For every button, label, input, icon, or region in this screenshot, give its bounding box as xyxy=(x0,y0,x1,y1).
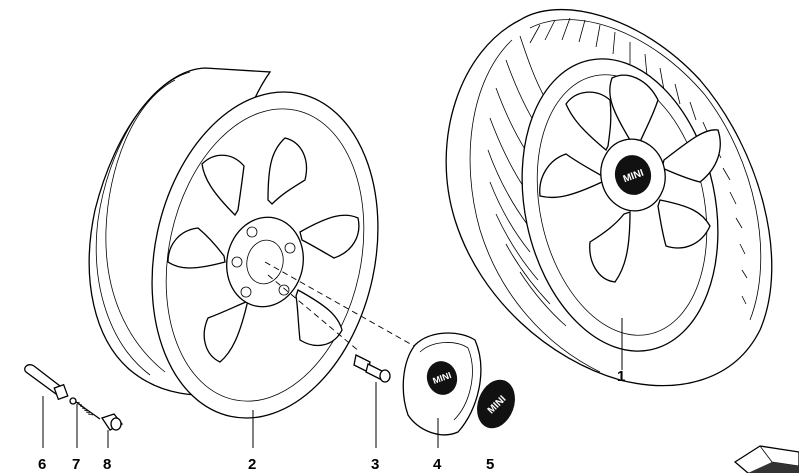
hub-cap-illustration: MINI xyxy=(402,332,482,436)
assembly-guide-lines xyxy=(264,261,431,356)
alloy-rim-illustration xyxy=(88,67,379,419)
part-label-5: 5 xyxy=(486,456,494,473)
leader-lines xyxy=(42,318,623,448)
part-label-3: 3 xyxy=(371,456,379,473)
valve-cap-illustration xyxy=(100,413,124,431)
wheel-bolt-illustration xyxy=(353,354,391,383)
emblem-illustration: MINI xyxy=(477,379,515,429)
part-label-1: 1 xyxy=(617,368,625,385)
orientation-corner-icon xyxy=(733,445,799,473)
part-label-7: 7 xyxy=(72,456,80,473)
part-label-4: 4 xyxy=(433,456,442,473)
part-labels: 1 2 3 4 5 6 7 8 xyxy=(38,368,625,473)
part-label-6: 6 xyxy=(38,456,46,473)
valve-stem-illustration xyxy=(24,364,69,401)
part-label-8: 8 xyxy=(103,456,111,473)
part-label-2: 2 xyxy=(248,456,256,473)
valve-insert-illustration xyxy=(69,397,101,420)
complete-wheel-illustration: MINI xyxy=(445,8,773,387)
